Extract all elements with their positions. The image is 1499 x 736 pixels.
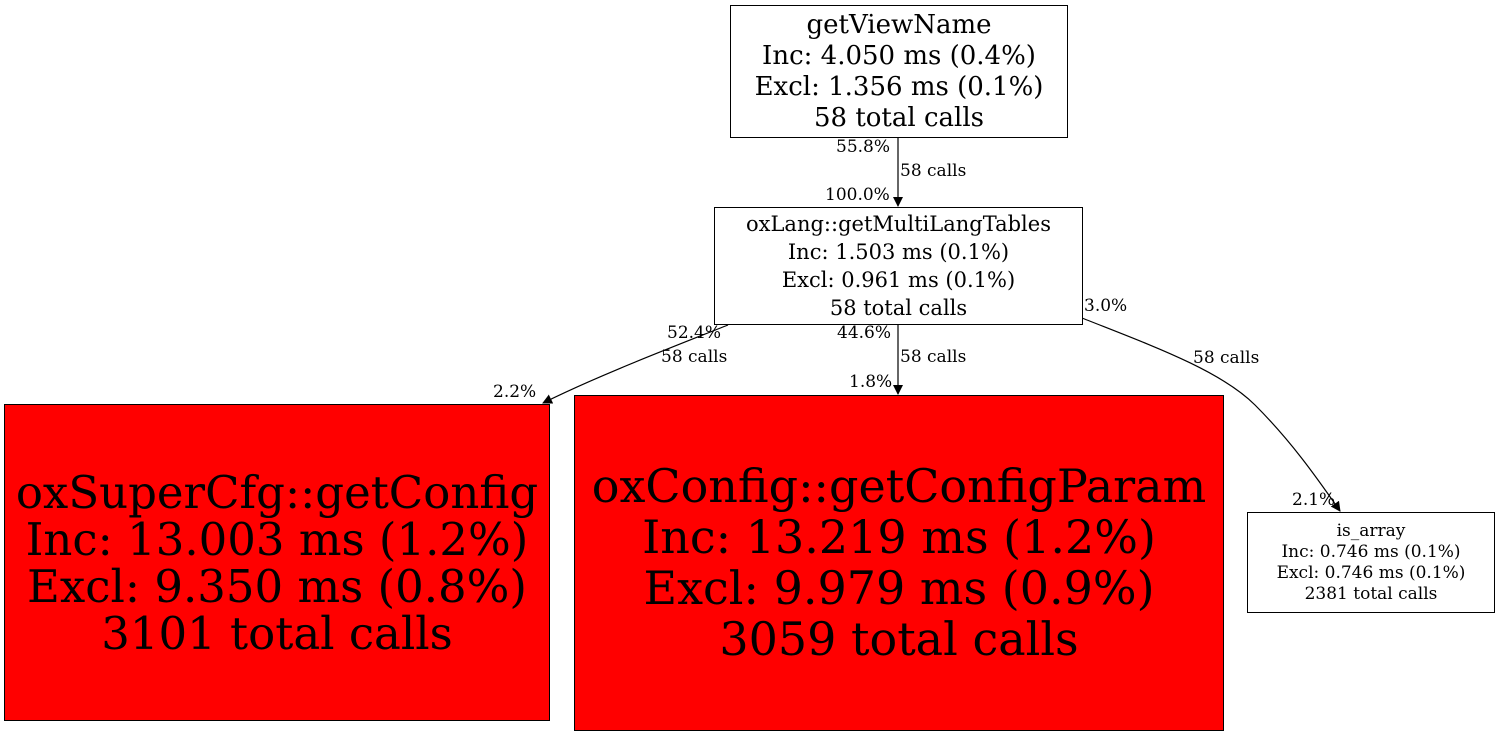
- node-exclusive-time: Excl: 9.979 ms (0.9%): [643, 561, 1155, 615]
- edge-head-percent: 2.1%: [1292, 490, 1336, 510]
- node-total-calls: 2381 total calls: [1304, 583, 1438, 604]
- node-total-calls: 58 total calls: [813, 102, 984, 133]
- node-inclusive-time: Inc: 13.219 ms (1.2%): [642, 510, 1156, 564]
- edge-tail-percent: 44.6%: [837, 323, 892, 343]
- node-total-calls: 58 total calls: [829, 296, 968, 320]
- edge-head-percent: 2.2%: [493, 382, 537, 402]
- edge-call-count: 58 calls: [1193, 348, 1260, 368]
- node-total-calls: 3059 total calls: [719, 612, 1079, 666]
- node-getconfig[interactable]: oxSuperCfg::getConfig Inc: 13.003 ms (1.…: [4, 404, 550, 721]
- node-function-name: oxConfig::getConfigParam: [591, 459, 1207, 513]
- edge-lang-to-getconfig: [542, 324, 729, 404]
- edge-tail-percent: 52.4%: [667, 323, 722, 343]
- node-function-name: is_array: [1336, 520, 1406, 541]
- node-inclusive-time: Inc: 13.003 ms (1.2%): [25, 512, 529, 566]
- node-exclusive-time: Excl: 9.350 ms (0.8%): [27, 559, 527, 613]
- edge-call-count: 58 calls: [900, 161, 967, 181]
- node-function-name: oxLang::getMultiLangTables: [746, 212, 1051, 236]
- node-exclusive-time: Excl: 1.356 ms (0.1%): [754, 71, 1044, 102]
- edge-call-count: 58 calls: [661, 347, 728, 367]
- node-function-name: oxSuperCfg::getConfig: [15, 465, 539, 519]
- node-total-calls: 3101 total calls: [101, 606, 453, 660]
- node-getconfigparam[interactable]: oxConfig::getConfigParam Inc: 13.219 ms …: [574, 395, 1224, 731]
- edge-call-count: 58 calls: [900, 347, 967, 367]
- edge-head-percent: 1.8%: [849, 372, 893, 392]
- node-inclusive-time: Inc: 0.746 ms (0.1%): [1281, 541, 1461, 562]
- edge-tail-percent: 55.8%: [836, 137, 891, 157]
- edge-tail-percent: 3.0%: [1084, 296, 1128, 316]
- edge-lang-to-isarray: [1081, 317, 1341, 512]
- node-exclusive-time: Excl: 0.961 ms (0.1%): [781, 268, 1016, 292]
- node-getviewname[interactable]: getViewName Inc: 4.050 ms (0.4%) Excl: 1…: [730, 5, 1068, 138]
- node-inclusive-time: Inc: 4.050 ms (0.4%): [762, 40, 1036, 71]
- node-exclusive-time: Excl: 0.746 ms (0.1%): [1276, 562, 1466, 583]
- node-getmultilangtables[interactable]: oxLang::getMultiLangTables Inc: 1.503 ms…: [714, 207, 1083, 325]
- node-is-array[interactable]: is_array Inc: 0.746 ms (0.1%) Excl: 0.74…: [1247, 512, 1495, 613]
- node-inclusive-time: Inc: 1.503 ms (0.1%): [787, 240, 1010, 264]
- node-function-name: getViewName: [806, 9, 992, 40]
- edge-head-percent: 100.0%: [825, 185, 890, 205]
